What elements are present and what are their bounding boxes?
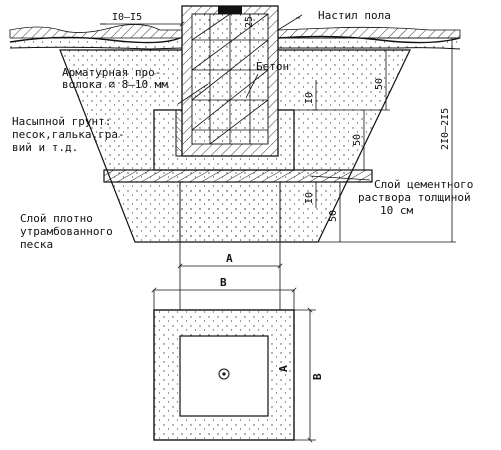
dim-total: 2I0–2I5 (440, 108, 451, 150)
dim-10-upper: I0 (304, 92, 315, 104)
dim-50-upper: 50 (374, 78, 385, 90)
dim-gap-top: I0–I5 (112, 12, 142, 23)
label-fill-1: Насыпной грунт: (12, 115, 111, 128)
label-sand-2: утрамбованного (20, 225, 113, 238)
label-sand-3: песка (20, 238, 53, 251)
dim-cap: 25 (244, 16, 255, 28)
label-sand-1: Слой плотно (20, 212, 93, 225)
pillar (181, 5, 279, 157)
label-concrete: Бетон (256, 60, 289, 73)
dim-plan-b-vertical: B (311, 373, 324, 380)
cement-layer (103, 169, 373, 183)
dim-plan-a-vertical: A (277, 365, 290, 372)
label-cement-3: 10 см (380, 204, 413, 217)
dim-plan-b-horizontal: B (220, 276, 227, 289)
label-rebar-2: волока ⌀ 8–10 мм (62, 78, 168, 91)
leader-lines (177, 14, 371, 181)
vertical-dimensions (272, 5, 456, 243)
label-floor: Настил пола (318, 9, 391, 22)
label-cement-2: раствора толщиной (358, 191, 471, 204)
dim-10-lower: I0 (304, 192, 315, 204)
label-rebar-1: Арматурная про- (62, 66, 161, 79)
plan-view (153, 309, 295, 441)
label-cement-1: Слой цементного (374, 178, 473, 191)
ground-surface (9, 35, 461, 50)
dim-plan-a-horizontal: A (226, 252, 233, 265)
base-pier (179, 181, 281, 243)
dim-50-lower: 50 (328, 210, 339, 222)
dim-50-mid: 50 (352, 134, 363, 146)
label-fill-3: вий и т.д. (12, 141, 78, 154)
label-fill-2: песок,галька,гра- (12, 128, 125, 141)
floor-slab (9, 24, 461, 39)
